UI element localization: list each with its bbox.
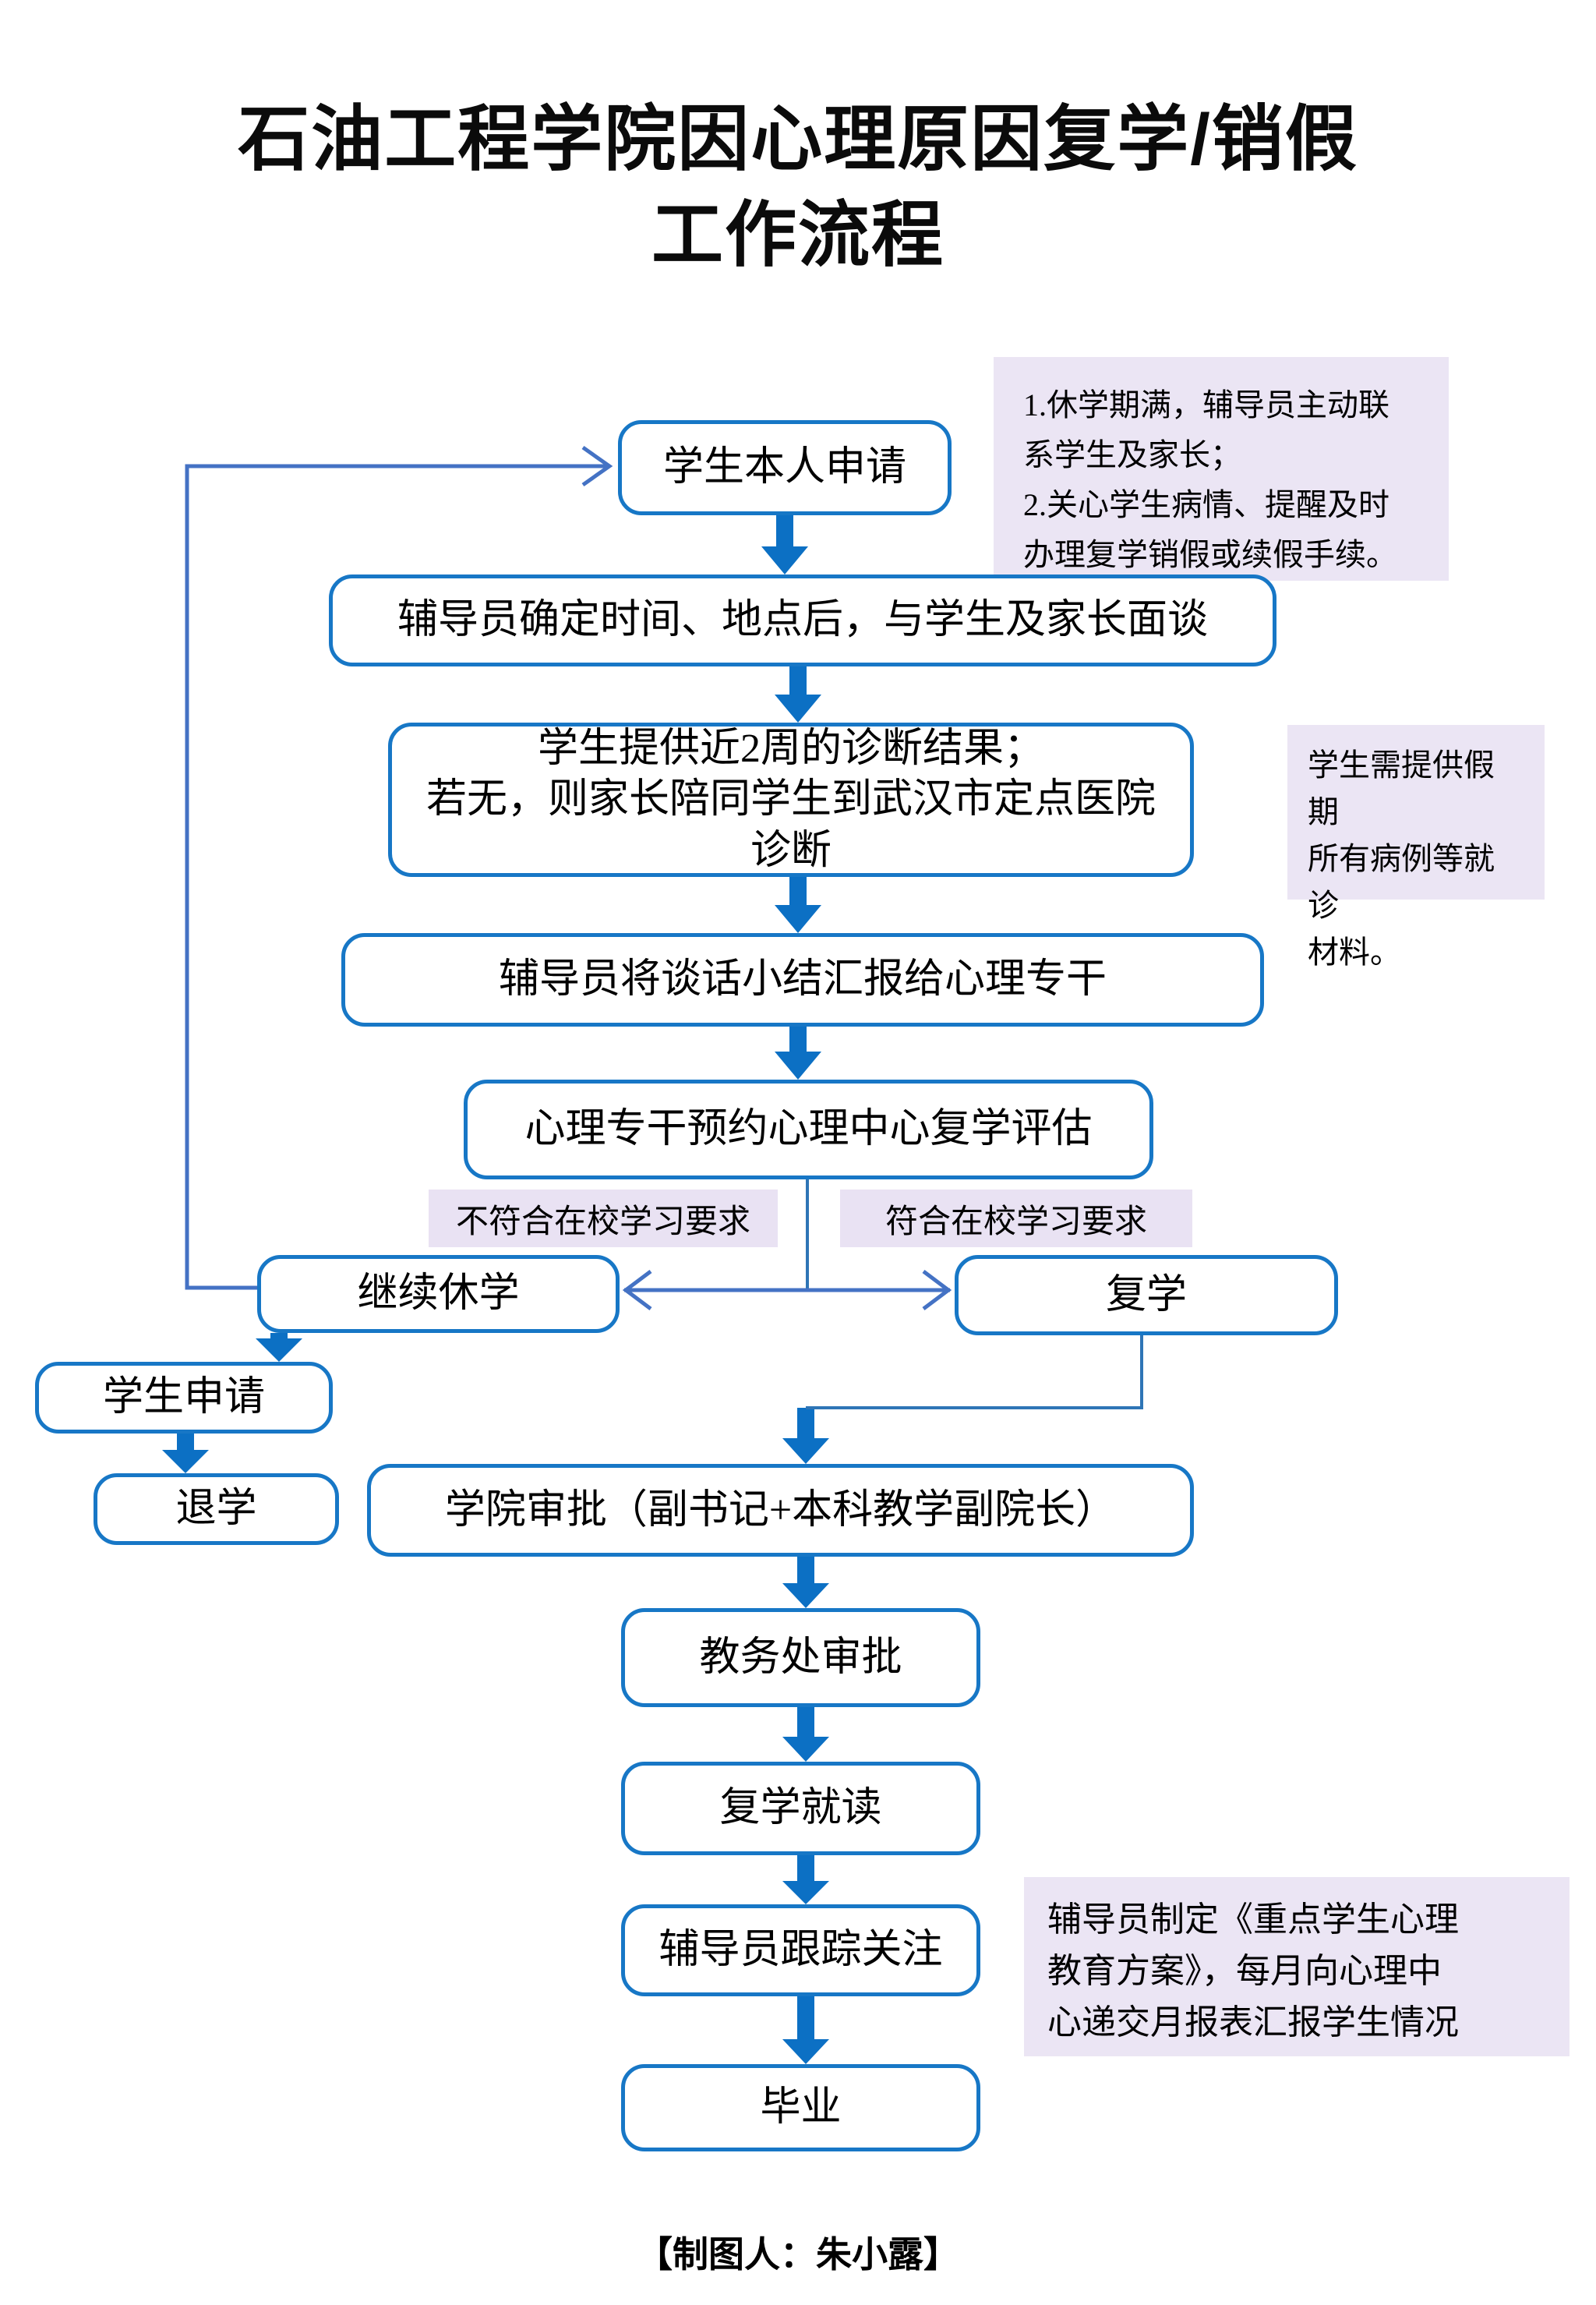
page-title: 石油工程学院因心理原因复学/销假 工作流程: [0, 92, 1596, 285]
annotation-education-plan: 辅导员制定《重点学生心理 教育方案》，每月向心理中 心递交月报表汇报学生情况: [1024, 1877, 1570, 2056]
branch-label-pass: 符合在校学习要求: [840, 1190, 1192, 1247]
annotation-counselor-contact: 1.休学期满，辅导员主动联 系学生及家长； 2.关心学生病情、提醒及时 办理复学…: [994, 357, 1449, 581]
arrow-report-to-evaluation: [775, 1027, 821, 1080]
branch-label-fail: 不符合在校学习要求: [429, 1190, 778, 1247]
branch-arrowhead-left: [622, 1270, 652, 1310]
node-diagnosis: 学生提供近2周的诊断结果； 若无，则家长陪同学生到武汉市定点医院 诊断: [388, 723, 1194, 877]
page-title-line1: 石油工程学院因心理原因复学/销假: [238, 100, 1358, 179]
line-resume-elbow: [806, 1335, 1143, 1409]
arrow-diagnosis-to-report: [775, 877, 821, 933]
node-student-apply: 学生申请: [35, 1362, 333, 1434]
arrow-continue-to-studentapply: [256, 1333, 302, 1362]
node-continue-leave: 继续休学: [257, 1255, 620, 1333]
arrow-academic-to-resumestudy: [782, 1707, 829, 1762]
caption: 【制图人：朱小露】: [637, 2234, 959, 2275]
node-college-approval: 学院审批（副书记+本科教学副院长）: [367, 1464, 1194, 1557]
node-academic-approval: 教务处审批: [621, 1608, 980, 1707]
arrow-resume-to-college: [782, 1408, 829, 1464]
feedback-line-continue-to-apply: [185, 464, 608, 1290]
node-report-to-specialist: 辅导员将谈话小结汇报给心理专干: [341, 933, 1264, 1027]
arrow-college-to-academic: [782, 1557, 829, 1608]
page-title-line2: 工作流程: [651, 196, 945, 276]
node-resume: 复学: [955, 1255, 1338, 1335]
arrow-interview-to-diagnosis: [775, 666, 821, 723]
branch-arrowhead-right: [922, 1270, 952, 1310]
node-counselor-follow: 辅导员跟踪关注: [621, 1904, 980, 1996]
feedback-arrowhead: [581, 445, 613, 487]
node-evaluation-appointment: 心理专干预约心理中心复学评估: [464, 1080, 1153, 1179]
arrow-resumestudy-to-follow: [782, 1855, 829, 1904]
node-withdraw: 退学: [94, 1473, 339, 1545]
annotation-medical-materials: 学生需提供假期 所有病例等就诊 材料。: [1287, 725, 1545, 970]
arrow-apply-to-interview: [761, 515, 808, 574]
node-counselor-interview: 辅导员确定时间、地点后，与学生及家长面谈: [329, 574, 1276, 666]
node-graduate: 毕业: [621, 2064, 980, 2151]
node-resume-study: 复学就读: [621, 1762, 980, 1855]
node-student-self-apply: 学生本人申请: [618, 420, 952, 515]
arrow-studentapply-to-withdraw: [162, 1434, 209, 1473]
arrow-follow-to-graduate: [782, 1996, 829, 2064]
